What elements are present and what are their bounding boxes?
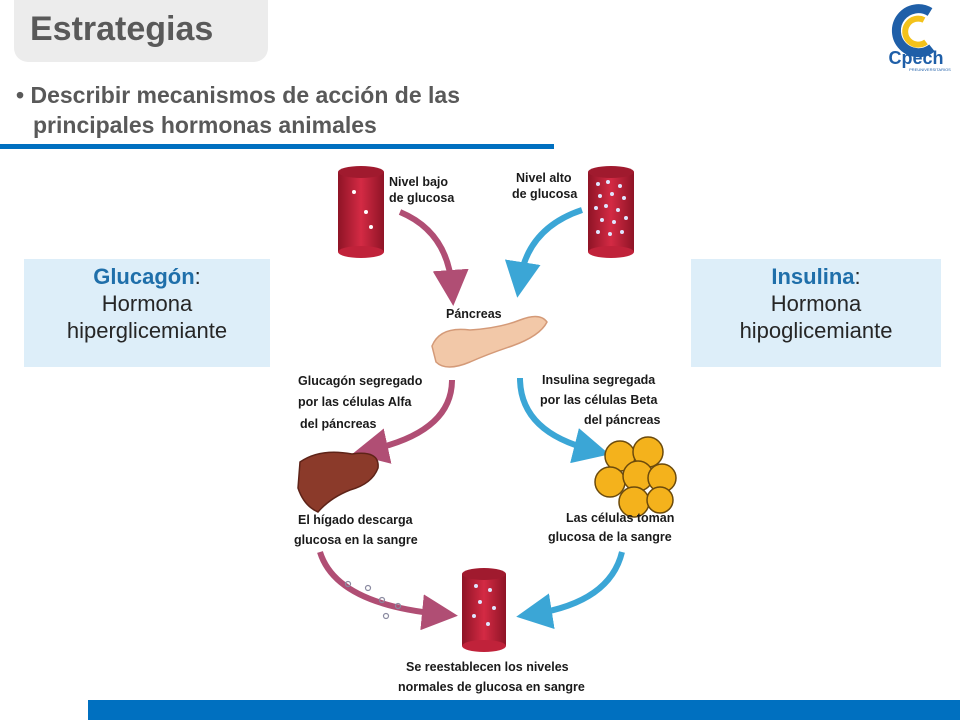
liver-to-blood-arrow <box>317 551 458 631</box>
pancreas-label: Páncreas <box>446 307 502 321</box>
glucagon-secreted-label: Glucagón segregado por las células Alfa … <box>298 374 426 431</box>
objective-bullet: • Describir mecanismos de acción de las … <box>16 82 460 138</box>
pancreas-to-liver-arrow <box>352 379 455 464</box>
low-to-pancreas-arrow <box>398 209 469 306</box>
logo-text: Cpech <box>888 48 943 68</box>
page-title: Estrategias <box>30 10 214 48</box>
insulin-name: Insulina <box>771 264 855 289</box>
high-to-pancreas-arrow <box>504 207 583 298</box>
glucagon-line-3: hiperglicemiante <box>66 318 228 343</box>
pancreas-to-cells-arrow <box>517 377 610 464</box>
high-glucose-label: Nivel alto de glucosa <box>512 171 578 201</box>
normal-glucose-vessel <box>462 568 506 652</box>
insulin-line-2: Hormona <box>770 291 862 316</box>
low-glucose-vessel <box>338 166 384 258</box>
glucagon-box: Glucagón: Hormona hiperglicemiante <box>24 259 270 367</box>
fat-cells <box>594 436 677 518</box>
glucagon-name: Glucagón <box>93 264 195 289</box>
liver <box>297 451 379 513</box>
high-glucose-vessel <box>588 166 634 258</box>
cells-label: Las células toman glucosa de la sangre <box>548 511 678 544</box>
low-glucose-label: Nivel bajo de glucosa <box>389 175 455 205</box>
logo-subtext: PREUNIVERSITARIOS <box>909 67 951 72</box>
objective-line-2: principales hormonas animales <box>33 112 377 138</box>
objective-line-1: Describir mecanismos de acción de las <box>30 82 460 108</box>
normal-glucose-label: Se reestablecen los niveles normales de … <box>398 660 585 694</box>
cpech-logo: Cpech PREUNIVERSITARIOS <box>888 4 951 72</box>
insulin-box: Insulina: Hormona hipoglicemiante <box>691 259 941 367</box>
footer-bar <box>88 700 960 720</box>
header-divider <box>0 144 554 149</box>
insulin-secreted-label: Insulina segregada por las células Beta … <box>540 373 661 427</box>
cells-to-blood-arrow <box>516 551 625 629</box>
liver-label: El hígado descarga glucosa en la sangre <box>294 513 418 547</box>
title-tab <box>14 0 268 62</box>
pancreas <box>431 315 548 368</box>
glucagon-line-2: Hormona <box>101 291 193 316</box>
insulin-line-3: hipoglicemiante <box>739 318 893 343</box>
